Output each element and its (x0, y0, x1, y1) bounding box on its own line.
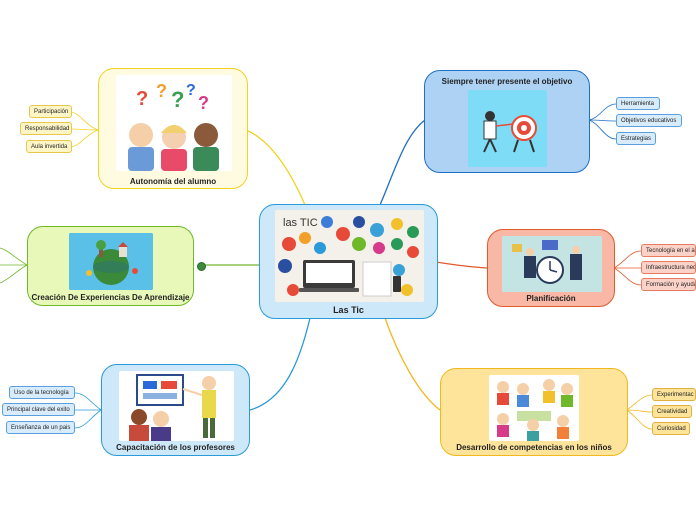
svg-text:?: ? (186, 82, 196, 99)
leaf-creatividad[interactable]: Creatividad (652, 405, 692, 418)
link-planificacion (435, 261, 488, 269)
leaf-formacion-ayuda[interactable]: Formación y ayuda (641, 278, 696, 291)
branch-planificacion[interactable]: Planificación (487, 229, 615, 307)
leaf-herramienta[interactable]: Herramienta (616, 97, 660, 110)
leaf-principal-clave[interactable]: Principal clave del exito (2, 403, 75, 416)
planning-image (502, 236, 602, 292)
branch-planificacion-title: Planificación (526, 294, 576, 303)
globe-image (69, 233, 153, 290)
tic-image-label: las TIC (283, 217, 318, 229)
branch-desarrollo[interactable]: Desarrollo de competencias en los niños (440, 368, 628, 456)
teacher-image (119, 371, 234, 441)
branch-capacitacion-title: Capacitación de los profesores (116, 443, 235, 452)
collapse-globe-icon[interactable] (197, 262, 206, 271)
branch-autonomia-title: Autonomía del alumno (129, 177, 217, 186)
svg-text:?: ? (171, 87, 184, 112)
leaf-tecnologia-aula[interactable]: Tecnología en el au (641, 244, 696, 257)
branch-capacitacion[interactable]: Capacitación de los profesores (101, 364, 250, 456)
leaf-infraestructura[interactable]: Infraestructura nec (641, 261, 696, 274)
leaf-aula-invertida[interactable]: Aula invertida (26, 140, 72, 153)
link-capacitacion (249, 317, 311, 411)
leaf-curiosidad[interactable]: Curiosidad (652, 422, 690, 435)
leaf-uso-tecnologia[interactable]: Uso de la tecnología (9, 386, 75, 399)
branch-desarrollo-title: Desarrollo de competencias en los niños (456, 443, 612, 452)
leaf-responsabilidad[interactable]: Responsabilidad (20, 122, 72, 135)
leaf-estrategias[interactable]: Estrategias (616, 132, 656, 145)
leaf-objetivos-educativos[interactable]: Objetivos educativos (616, 114, 682, 127)
svg-text:?: ? (198, 93, 209, 113)
leaf-ensenanza-pais[interactable]: Enseñanza de un pais (6, 421, 75, 434)
central-title: Las Tic (333, 305, 364, 315)
target-image (468, 90, 547, 167)
central-topic[interactable]: las TIC Las Tic (259, 204, 438, 319)
leaf-experimentacion[interactable]: Experimentac (652, 388, 696, 401)
branch-objetivo-title: Siempre tener presente el objetivo (441, 77, 573, 86)
students-image: ? ? ? ? ? (116, 75, 232, 171)
branch-creacion-title: Creación De Experiencias De Aprendizaje (31, 293, 190, 302)
branch-creacion[interactable]: Creación De Experiencias De Aprendizaje (27, 226, 194, 306)
tic-image: las TIC (275, 210, 424, 302)
link-desarrollo (384, 317, 441, 411)
branch-autonomia[interactable]: ? ? ? ? ? Autonomía del alumno (98, 68, 248, 189)
branch-objetivo[interactable]: Siempre tener presente el objetivo (424, 70, 590, 173)
link-objetivo (379, 119, 426, 206)
leaf-participacion[interactable]: Participación (29, 105, 72, 118)
svg-text:?: ? (136, 88, 148, 110)
svg-text:?: ? (156, 81, 167, 101)
children-image (489, 375, 579, 441)
link-autonomia (245, 129, 306, 206)
